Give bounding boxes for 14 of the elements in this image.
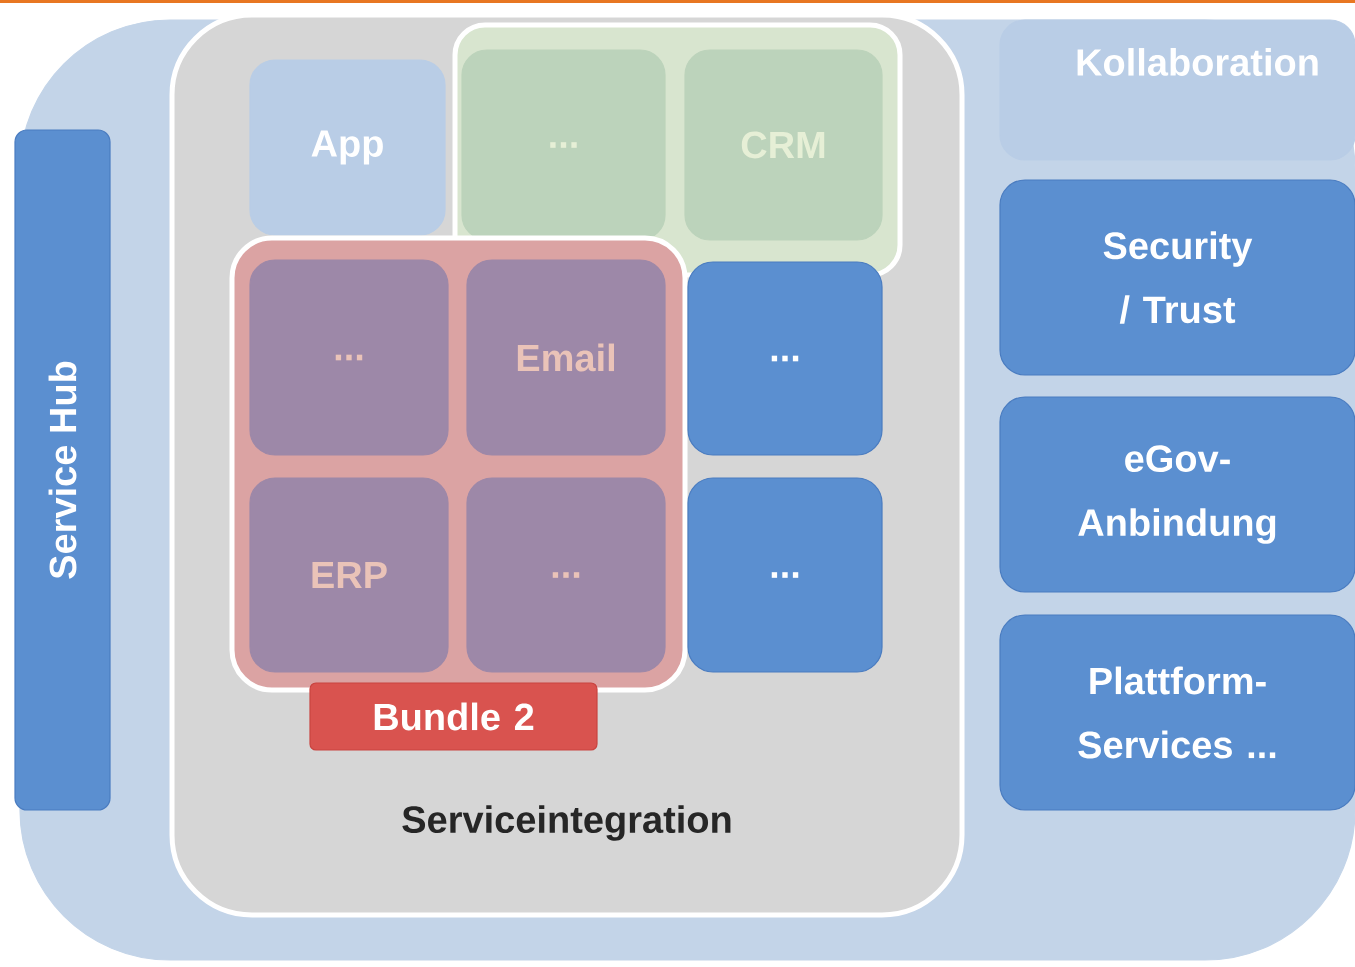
bundle-tab: Bundle 2 [309,682,598,751]
platform-box: Kollaboration [999,19,1355,161]
platform-box: Security / Trust [999,179,1355,376]
service-box: App [249,59,446,236]
service-box: ... [687,477,883,673]
service-box: ... [461,49,666,241]
service-box: ERP [249,477,449,673]
service-box: ... [249,259,449,456]
platform-box: Plattform-Services ... [999,614,1355,811]
service-box: ... [466,477,666,673]
platform-box: eGov-Anbindung [999,396,1355,593]
vertical-bar: Service Hub [14,129,111,811]
service-box: Email [466,259,666,456]
service-box: ... [687,261,883,456]
